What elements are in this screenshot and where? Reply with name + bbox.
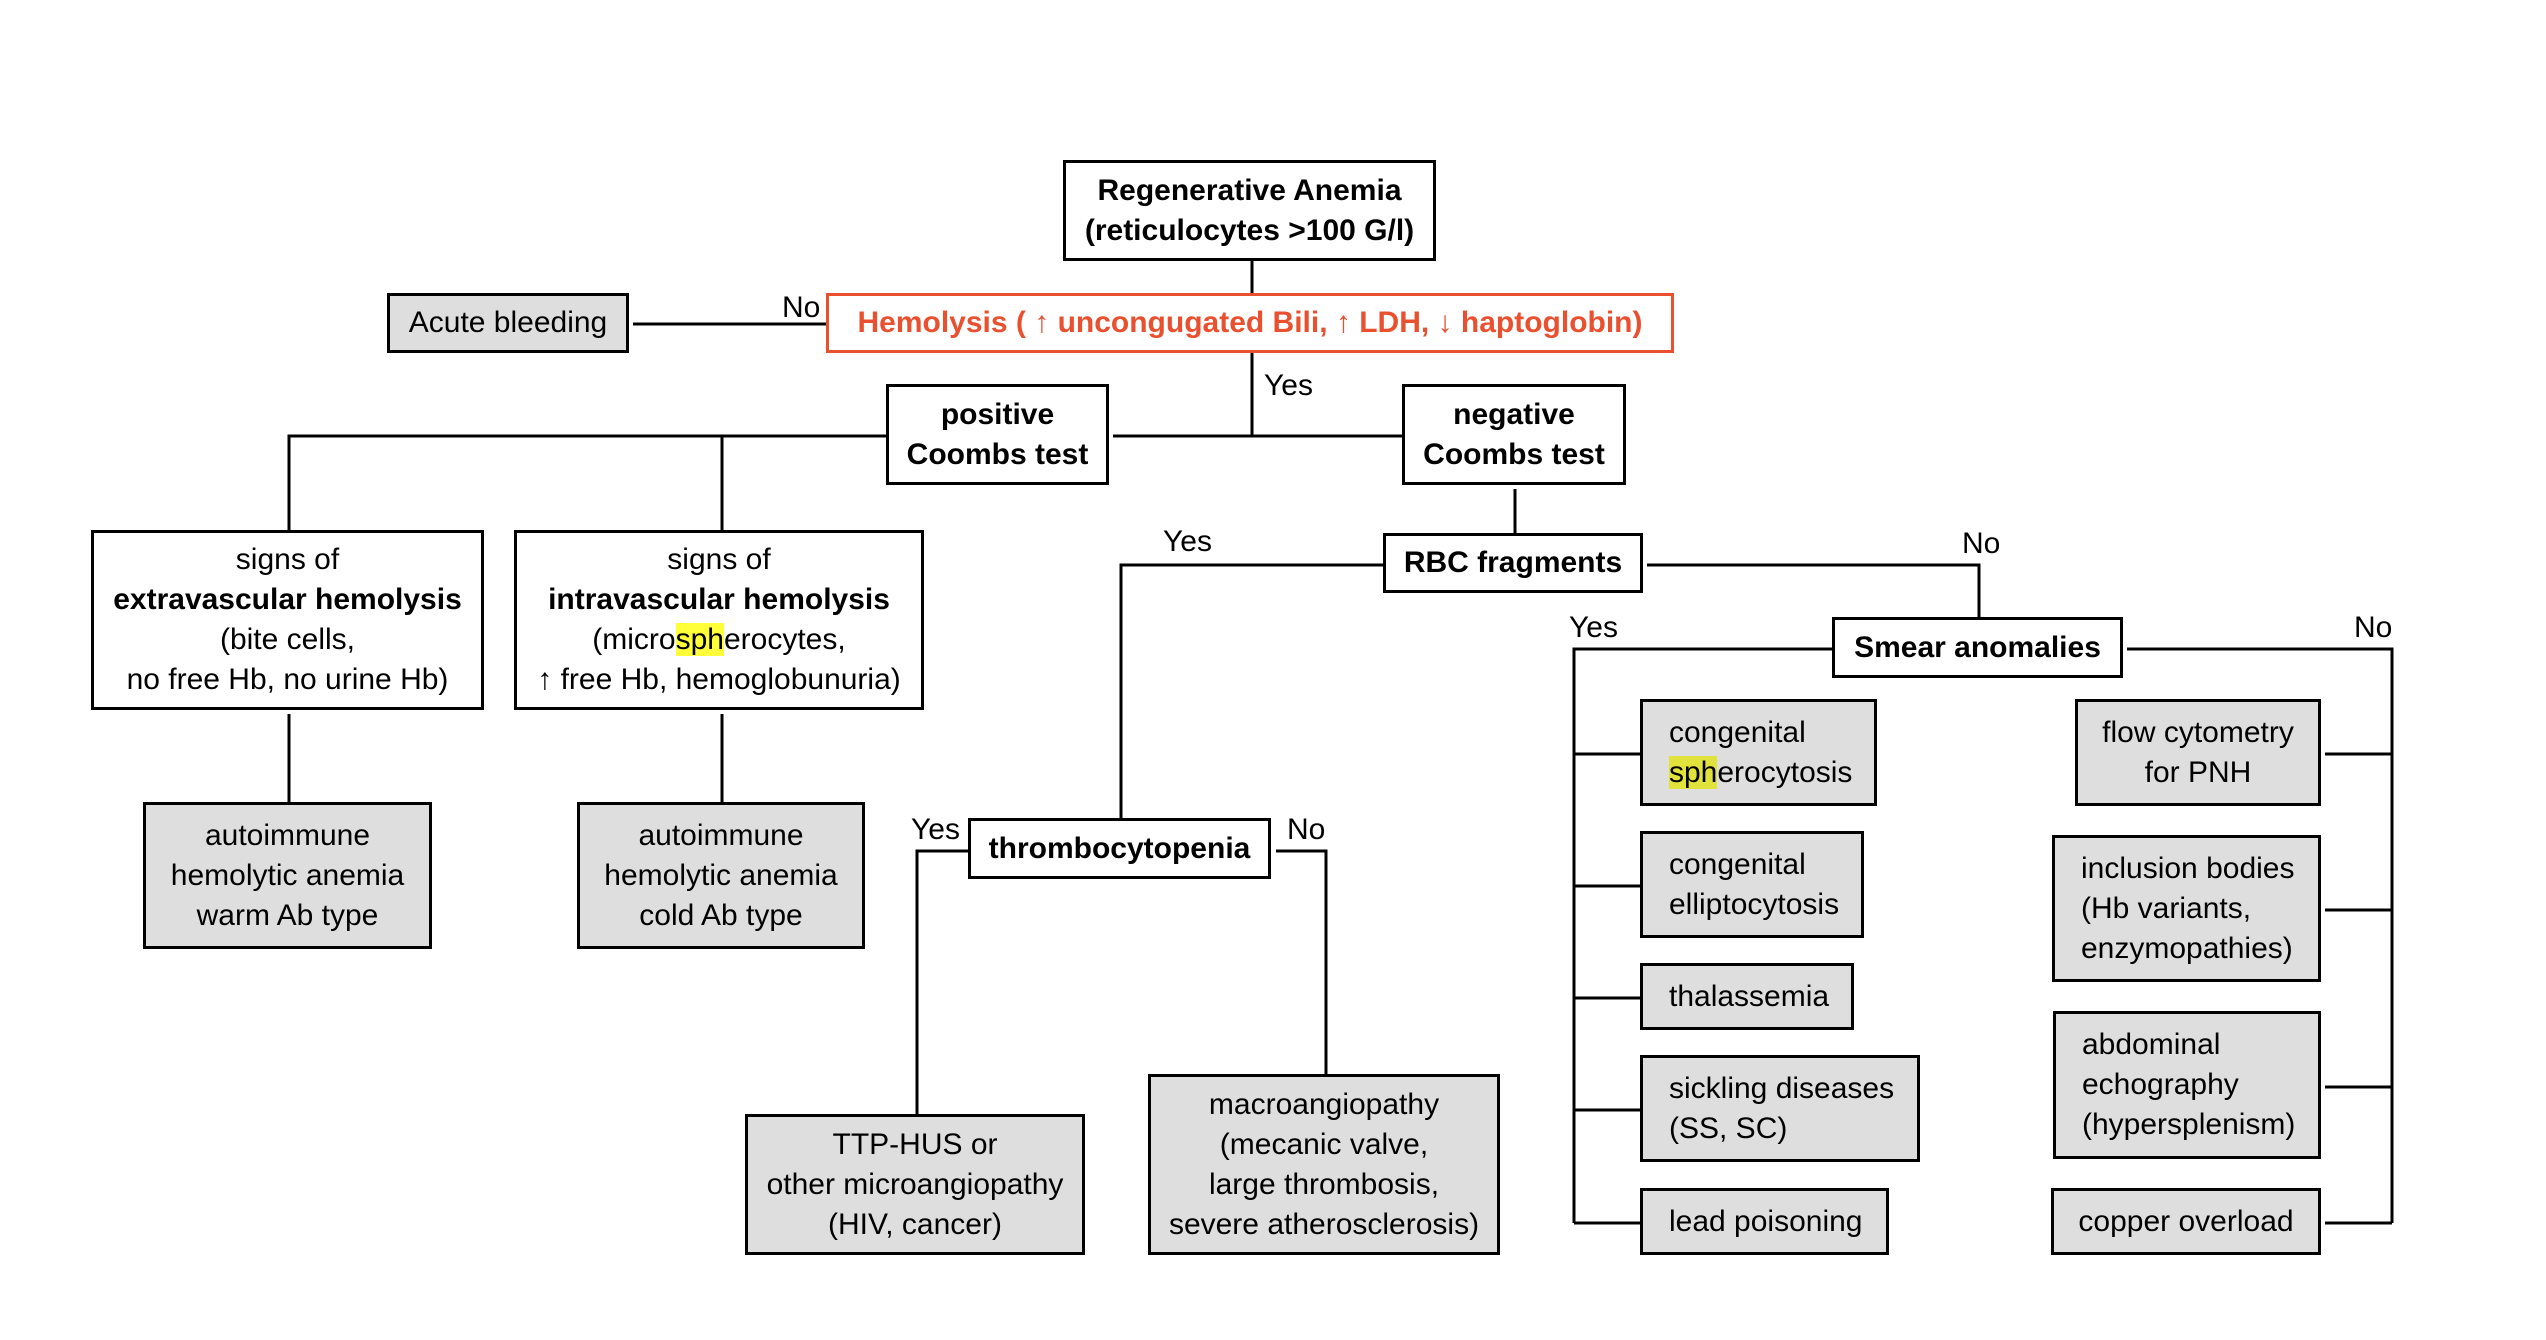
elliptocytosis-line2: elliptocytosis xyxy=(1669,887,1840,921)
label-smear-no: No xyxy=(2354,611,2393,644)
root-title: Regenerative Anemia xyxy=(1097,173,1402,207)
node-flow-cytometry: flow cytometry for PNH xyxy=(2075,699,2321,806)
aiha-warm-line3: warm Ab type xyxy=(196,898,379,932)
node-positive-coombs: positive Coombs test xyxy=(886,384,1109,485)
lead-text: lead poisoning xyxy=(1669,1204,1863,1238)
node-spherocytosis: congenital spherocytosis xyxy=(1640,699,1877,806)
aiha-warm-line2: hemolytic anemia xyxy=(170,858,405,892)
extravascular-line3: (bite cells, xyxy=(219,623,356,656)
intravascular-line2: intravascular hemolysis xyxy=(548,583,890,616)
ttp-line1: TTP-HUS or xyxy=(832,1127,998,1161)
ttp-line3: (HIV, cancer) xyxy=(828,1207,1002,1241)
node-abdominal-echography: abdominal echography (hypersplenism) xyxy=(2053,1011,2321,1159)
node-hemolysis: Hemolysis ( ↑ uncongugated Bili, ↑ LDH, … xyxy=(826,293,1674,353)
intravascular-line3-pre: (micro xyxy=(592,623,676,656)
node-rbc-fragments: RBC fragments xyxy=(1383,533,1643,593)
node-thalassemia: thalassemia xyxy=(1640,963,1854,1030)
thalassemia-text: thalassemia xyxy=(1669,979,1830,1013)
spherocytosis-line2: spherocytosis xyxy=(1669,753,1852,793)
elliptocytosis-line1: congenital xyxy=(1669,847,1806,881)
highlight-sph: sph xyxy=(675,623,724,656)
label-smear-yes: Yes xyxy=(1569,611,1618,644)
negative-coombs-line1: negative xyxy=(1453,397,1575,431)
hemolysis-text: Hemolysis ( ↑ uncongugated Bili, ↑ LDH, … xyxy=(857,306,1643,339)
inclusion-line3: enzymopathies) xyxy=(2081,931,2293,965)
edge-positive-coombs-children xyxy=(287,434,886,530)
node-aiha-cold: autoimmune hemolytic anemia cold Ab type xyxy=(577,802,865,949)
copper-text: copper overload xyxy=(2078,1204,2294,1238)
macro-line1: macroangiopathy xyxy=(1208,1087,1440,1121)
node-elliptocytosis: congenital elliptocytosis xyxy=(1640,831,1864,938)
macro-line4: severe atherosclerosis) xyxy=(1168,1207,1480,1241)
edge-thrombo-no xyxy=(1276,849,1328,1074)
edge-rbc-no xyxy=(1647,563,1981,617)
extravascular-line1: signs of xyxy=(235,543,340,576)
abdominal-line1: abdominal xyxy=(2082,1028,2221,1061)
node-macroangiopathy: macroangiopathy (mecanic valve, large th… xyxy=(1148,1074,1500,1255)
aiha-cold-line2: hemolytic anemia xyxy=(604,858,838,892)
inclusion-line1: inclusion bodies xyxy=(2081,851,2295,885)
intravascular-line3-post: erocytes, xyxy=(723,623,846,656)
label-rbc-no: No xyxy=(1962,527,2001,560)
highlight-sph: sph xyxy=(1669,755,1718,789)
aiha-cold-line1: autoimmune xyxy=(638,818,804,852)
node-lead-poisoning: lead poisoning xyxy=(1640,1188,1889,1255)
extravascular-line2: extravascular hemolysis xyxy=(113,583,462,616)
sickling-line2: (SS, SC) xyxy=(1669,1111,1788,1145)
negative-coombs-line2: Coombs test xyxy=(1423,437,1605,471)
aiha-warm-line1: autoimmune xyxy=(204,818,371,852)
label-rbc-yes: Yes xyxy=(1163,525,1212,558)
root-subtitle: (reticulocytes >100 G/l) xyxy=(1084,213,1415,247)
node-regenerative-anemia: Regenerative Anemia (reticulocytes >100 … xyxy=(1063,160,1436,261)
intravascular-line4: ↑ free Hb, hemoglobunuria) xyxy=(537,663,901,696)
node-negative-coombs: negative Coombs test xyxy=(1402,384,1626,485)
node-acute-bleeding: Acute bleeding xyxy=(387,293,629,353)
positive-coombs-line2: Coombs test xyxy=(906,437,1089,471)
label-thrombo-yes: Yes xyxy=(911,813,960,846)
ttp-line2: other microangiopathy xyxy=(766,1167,1064,1201)
node-thrombocytopenia: thrombocytopenia xyxy=(968,818,1271,879)
edge-rbc-yes xyxy=(1119,563,1383,818)
label-thrombo-no: No xyxy=(1287,813,1326,846)
extravascular-line4: no free Hb, no urine Hb) xyxy=(126,663,449,696)
macro-line2: (mecanic valve, xyxy=(1219,1127,1429,1161)
node-smear-anomalies: Smear anomalies xyxy=(1832,617,2123,678)
node-intravascular-hemolysis: signs of intravascular hemolysis (micros… xyxy=(514,530,924,710)
node-sickling: sickling diseases (SS, SC) xyxy=(1640,1055,1920,1162)
label-hemolysis-yes: Yes xyxy=(1264,369,1313,402)
node-extravascular-hemolysis: signs of extravascular hemolysis (bite c… xyxy=(91,530,484,710)
intravascular-line1: signs of xyxy=(667,543,771,576)
node-copper-overload: copper overload xyxy=(2051,1188,2321,1255)
label-hemolysis-no: No xyxy=(782,291,821,324)
smear-anomalies-text: Smear anomalies xyxy=(1854,630,2101,664)
rbc-fragments-text: RBC fragments xyxy=(1403,546,1623,579)
thrombocytopenia-text: thrombocytopenia xyxy=(988,831,1251,865)
flow-line1: flow cytometry xyxy=(2102,715,2294,749)
node-aiha-warm: autoimmune hemolytic anemia warm Ab type xyxy=(143,802,432,949)
macro-line3: large thrombosis, xyxy=(1208,1167,1440,1201)
abdominal-line3: (hypersplenism) xyxy=(2082,1108,2296,1141)
edge-smear-no-trunk xyxy=(2127,647,2394,1223)
spherocytosis-line1: congenital xyxy=(1669,715,1806,749)
flow-line2: for PNH xyxy=(2144,755,2252,789)
aiha-cold-line3: cold Ab type xyxy=(639,898,803,932)
edge-thrombo-yes xyxy=(915,849,968,1114)
edge-smear-yes-trunk xyxy=(1572,647,1832,1223)
intravascular-line3: (microspherocytes, xyxy=(592,620,846,660)
sickling-line1: sickling diseases xyxy=(1669,1071,1895,1105)
node-ttp-hus: TTP-HUS or other microangiopathy (HIV, c… xyxy=(745,1114,1085,1255)
acute-bleeding-text: Acute bleeding xyxy=(408,306,608,339)
node-inclusion-bodies: inclusion bodies (Hb variants, enzymopat… xyxy=(2052,835,2321,982)
spherocytosis-line2-post: erocytosis xyxy=(1717,755,1853,789)
inclusion-line2: (Hb variants, xyxy=(2081,891,2252,925)
abdominal-line2: echography xyxy=(2082,1068,2239,1101)
positive-coombs-line1: positive xyxy=(940,397,1055,431)
